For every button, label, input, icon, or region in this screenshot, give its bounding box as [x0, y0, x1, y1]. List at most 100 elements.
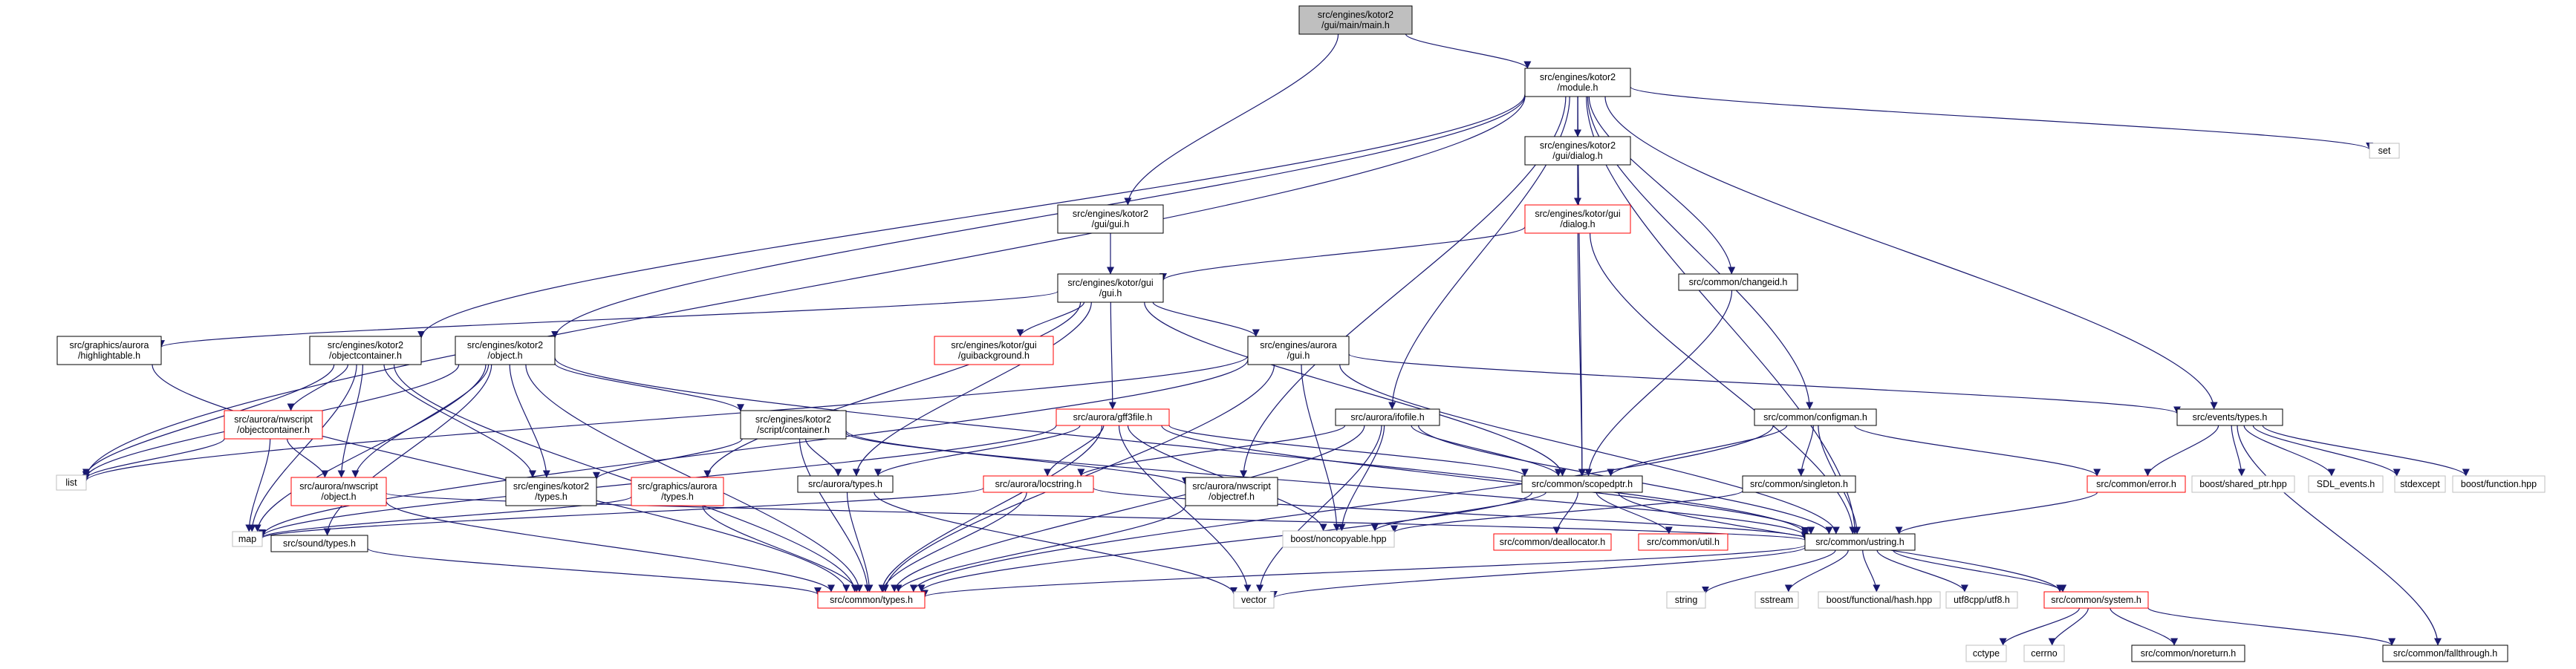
node-label: vector [1241, 595, 1266, 605]
node-label: /gui.h [1287, 350, 1310, 361]
node-box [1818, 591, 1941, 609]
node-list: list [56, 474, 87, 491]
node-main[interactable]: src/engines/kotor2/gui/main/main.h [1298, 5, 1413, 35]
node-noreturn[interactable]: src/common/noreturn.h [2131, 644, 2245, 662]
node-box [797, 475, 894, 493]
edge-error-to-ustring [1895, 492, 2098, 535]
node-utf8: utf8cpp/utf8.h [1945, 591, 2018, 609]
node-label: src/engines/kotor2 [513, 481, 589, 492]
edge-objcont-to-k2types [383, 364, 536, 478]
node-label: /script/container.h [757, 425, 830, 435]
edge-objref-to-ctypes [894, 505, 1186, 593]
edge-evtypes-to-stdexcept [2252, 425, 2401, 477]
node-nwobject[interactable]: src/aurora/nwscript/object.h [290, 477, 387, 506]
node-dealloc[interactable]: src/common/deallocator.h [1493, 533, 1612, 551]
node-label: /gui/dialog.h [1552, 151, 1602, 161]
node-box [1524, 68, 1631, 97]
node-agui[interactable]: src/engines/aurora/gui.h [1247, 336, 1350, 365]
node-gatypes[interactable]: src/graphics/aurora/types.h [631, 477, 724, 506]
edge-objcont-to-nwobjcont [287, 364, 348, 411]
edge-object-to-k2types [509, 364, 550, 478]
node-kggui[interactable]: src/engines/kotor/gui/gui.h [1057, 273, 1164, 303]
edge-objcont-to-nwobject [337, 364, 363, 478]
node-changeid[interactable]: src/common/changeid.h [1678, 273, 1798, 291]
edge-nwobject-to-ustring [386, 492, 1809, 541]
node-hash: boost/functional/hash.hpp [1818, 591, 1941, 609]
node-soundtypes[interactable]: src/sound/types.h [270, 535, 368, 552]
node-util[interactable]: src/common/util.h [1638, 533, 1728, 551]
node-ustring[interactable]: src/common/ustring.h [1804, 533, 1916, 551]
node-objref[interactable]: src/aurora/nwscript/objectref.h [1185, 477, 1278, 506]
edge-ifofile-to-ctypes [891, 425, 1365, 593]
node-box [1521, 475, 1643, 493]
node-label: src/aurora/ifofile.h [1350, 412, 1424, 422]
node-label: utf8cpp/utf8.h [1954, 595, 2010, 605]
node-box [1298, 5, 1413, 35]
edge-changeid-to-scopedptr [1584, 290, 1733, 477]
edge-ustring-to-hash [1862, 549, 1881, 593]
node-kdialog[interactable]: src/engines/kotor2/gui/dialog.h [1524, 136, 1631, 166]
node-label: src/sound/types.h [283, 538, 356, 549]
node-objcont[interactable]: src/engines/kotor2/objectcontainer.h [309, 336, 422, 365]
node-label: src/common/singleton.h [1750, 479, 1848, 489]
node-scontainer[interactable]: src/engines/kotor2/script/container.h [740, 410, 847, 440]
node-box [1057, 204, 1164, 234]
node-atypes[interactable]: src/aurora/types.h [797, 475, 894, 493]
edge-gff3-to-atypes [874, 425, 1081, 477]
edge-system-to-cctype [1999, 607, 2080, 646]
node-label: /gui/main/main.h [1321, 20, 1390, 30]
node-box [455, 336, 556, 365]
edge-objcont-to-list [82, 364, 335, 477]
node-scopedptr[interactable]: src/common/scopedptr.h [1521, 475, 1643, 493]
edge-gff3-to-locstring [1044, 425, 1105, 477]
edge-scopedptr-to-util [1596, 492, 1673, 535]
edge-scontainer-to-objref [845, 432, 1189, 486]
node-box [2176, 408, 2283, 426]
node-guibg[interactable]: src/engines/kotor/gui/guibackground.h [934, 336, 1054, 365]
node-ifofile[interactable]: src/aurora/ifofile.h [1335, 408, 1440, 426]
node-error[interactable]: src/common/error.h [2087, 475, 2186, 493]
node-label: /guibackground.h [958, 350, 1030, 361]
node-highlight[interactable]: src/graphics/aurora/highlightable.h [56, 336, 162, 365]
node-label: src/common/fallthrough.h [2393, 648, 2497, 659]
node-module[interactable]: src/engines/kotor2/module.h [1524, 68, 1631, 97]
edge-nwobjcont-to-list [82, 438, 225, 479]
edge-atypes-to-vector [874, 492, 1237, 595]
edge-objcont-to-ctypes [393, 364, 859, 593]
node-nwobjcont[interactable]: src/aurora/nwscript/objectcontainer.h [224, 410, 323, 440]
node-kgui[interactable]: src/engines/kotor2/gui/gui.h [1057, 204, 1164, 234]
node-singleton[interactable]: src/common/singleton.h [1742, 475, 1856, 493]
node-layer: src/engines/kotor2/gui/main/main.hsrc/en… [56, 5, 2546, 662]
node-label: boost/function.hpp [2461, 479, 2537, 489]
edge-agui-to-evtypes [1348, 353, 2181, 414]
node-box [1056, 408, 1170, 426]
edge-module-to-evtypes [1604, 96, 2218, 410]
node-fallthrough[interactable]: src/common/fallthrough.h [2382, 644, 2508, 662]
node-locstring[interactable]: src/aurora/locstring.h [983, 475, 1094, 493]
node-label: map [238, 534, 256, 544]
node-box [1057, 273, 1164, 303]
edge-evtypes-to-sdlevents [2243, 425, 2335, 477]
edge-nwobjcont-to-nwobject [287, 438, 329, 478]
node-label: src/engines/kotor2 [1540, 140, 1616, 151]
node-object[interactable]: src/engines/kotor2/object.h [455, 336, 556, 365]
node-box [1965, 644, 2007, 662]
node-kgdialog[interactable]: src/engines/kotor/gui/dialog.h [1524, 204, 1631, 234]
node-box [1804, 533, 1916, 551]
node-configman[interactable]: src/common/configman.h [1754, 408, 1877, 426]
node-ctypes[interactable]: src/common/types.h [817, 591, 926, 609]
node-k2types[interactable]: src/engines/kotor2/types.h [505, 477, 597, 506]
node-gff3[interactable]: src/aurora/gff3file.h [1056, 408, 1170, 426]
node-system[interactable]: src/common/system.h [2043, 591, 2149, 609]
node-box [1754, 408, 1877, 426]
edge-agui-to-map [258, 359, 1249, 537]
edge-kgdialog-to-kggui [1159, 226, 1526, 281]
node-label: src/engines/kotor/gui [1067, 278, 1153, 288]
node-label: /types.h [535, 492, 567, 502]
edge-kggui-to-highlight [157, 290, 1058, 348]
node-box [505, 477, 597, 506]
node-box [1945, 591, 2018, 609]
node-sdlevents: SDL_events.h [2308, 475, 2384, 493]
edge-gff3-to-ustring [1161, 425, 1815, 535]
node-evtypes[interactable]: src/events/types.h [2176, 408, 2283, 426]
